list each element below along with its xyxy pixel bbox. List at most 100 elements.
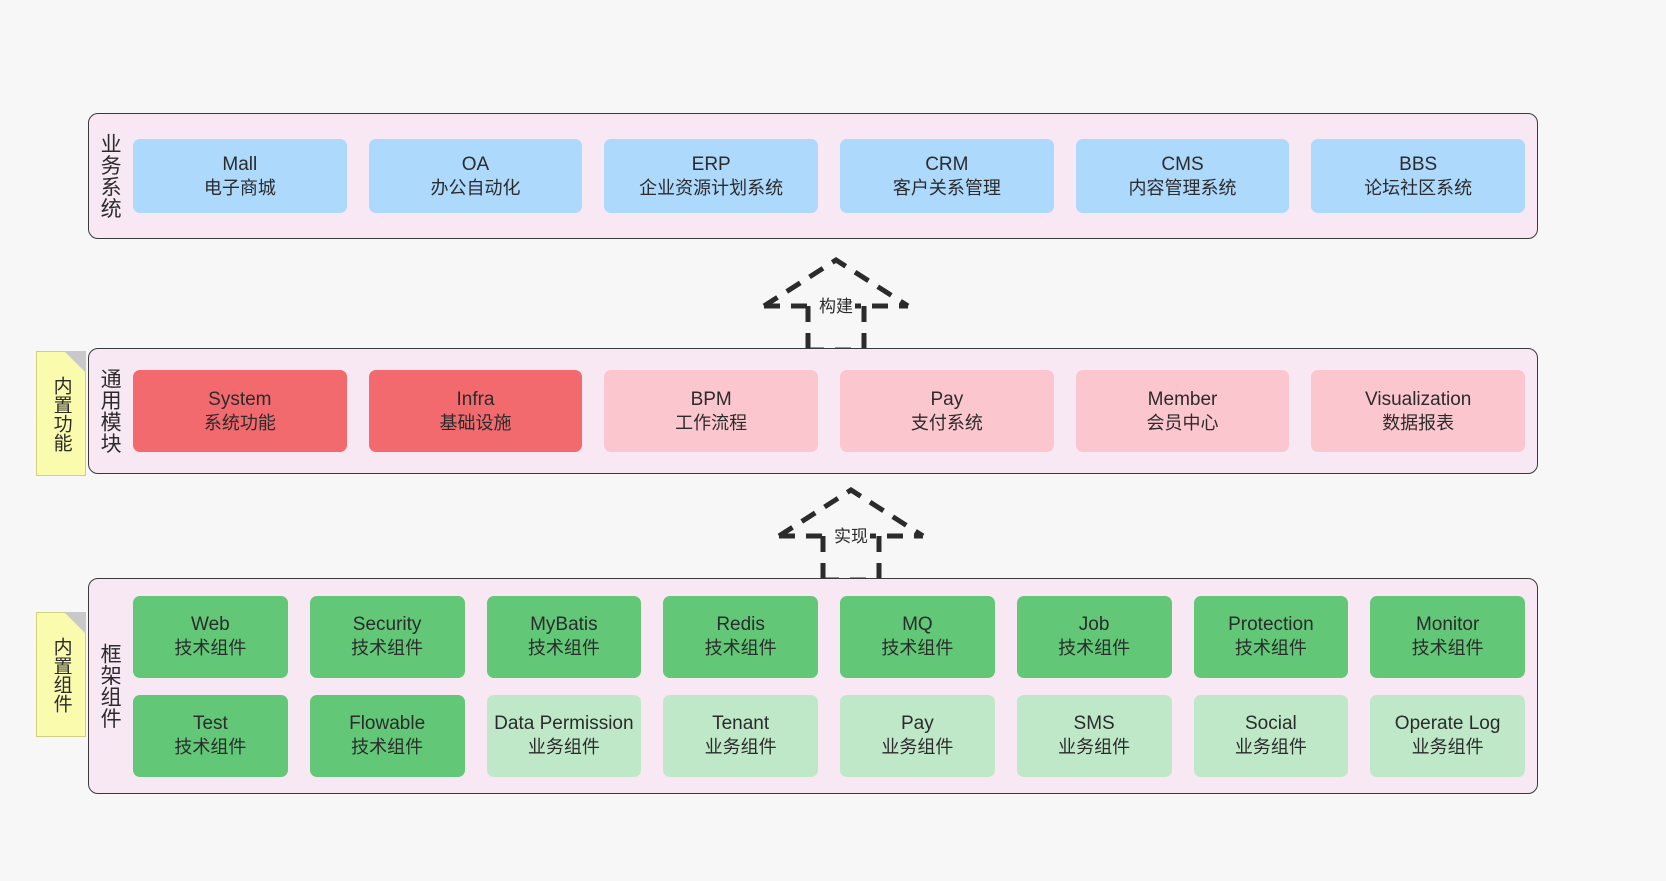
node-title-cn: 业务组件 xyxy=(527,737,600,758)
node-title-cn: 技术组件 xyxy=(1234,638,1307,659)
node-title-en: Flowable xyxy=(349,713,426,735)
node-title-en: Monitor xyxy=(1415,614,1480,636)
node-mq[interactable]: MQ 技术组件 xyxy=(840,595,995,678)
node-title-en: MQ xyxy=(902,614,933,636)
note-label: 内置功能 xyxy=(50,375,72,452)
node-job[interactable]: Job 技术组件 xyxy=(1016,595,1172,678)
node-title-cn: 业务组件 xyxy=(1234,737,1307,758)
node-title-en: Mall xyxy=(222,153,258,175)
node-title-cn: 技术组件 xyxy=(704,638,777,659)
node-title-en: Pay xyxy=(901,713,934,735)
node-title-en: Security xyxy=(352,614,422,636)
node-title-en: Data Permission xyxy=(494,713,634,735)
node-system[interactable]: System 系统功能 xyxy=(133,370,347,452)
node-title-en: Operate Log xyxy=(1394,713,1501,735)
node-title-cn: 技术组件 xyxy=(1411,638,1484,659)
node-title-en: CRM xyxy=(925,153,969,175)
node-oa[interactable]: OA 办公自动化 xyxy=(368,139,583,213)
layer-body-common-modules: System 系统功能 Infra 基础设施 BPM 工作流程 Pay 支付系统… xyxy=(129,349,1537,473)
node-title-cn: 技术组件 xyxy=(527,638,600,659)
node-title-cn: 业务组件 xyxy=(1411,737,1484,758)
node-title-cn: 内容管理系统 xyxy=(1128,177,1237,198)
node-title-cn: 技术组件 xyxy=(881,638,954,659)
note-label: 内置组件 xyxy=(50,636,72,713)
node-mybatis[interactable]: MyBatis 技术组件 xyxy=(486,595,642,678)
node-security[interactable]: Security 技术组件 xyxy=(309,595,465,678)
node-title-cn: 技术组件 xyxy=(351,737,424,758)
node-title-en: Protection xyxy=(1228,614,1314,636)
node-bbs[interactable]: BBS 论坛社区系统 xyxy=(1311,139,1526,213)
node-web[interactable]: Web 技术组件 xyxy=(133,595,288,678)
node-flowable[interactable]: Flowable 技术组件 xyxy=(309,694,465,777)
node-title-cn: 办公自动化 xyxy=(430,177,521,198)
node-title-cn: 系统功能 xyxy=(203,412,276,433)
layer-body-business-systems: Mall 电子商城 OA 办公自动化 ERP 企业资源计划系统 CRM 客户关系… xyxy=(129,114,1537,238)
layer-title-framework-components: 框架组件 xyxy=(98,643,122,729)
note-builtin-features: 内置功能 xyxy=(36,351,86,476)
node-row: Test 技术组件 Flowable 技术组件 Data Permission … xyxy=(133,694,1525,777)
node-title-en: BPM xyxy=(690,388,732,410)
node-title-cn: 工作流程 xyxy=(675,412,748,433)
node-title-en: CMS xyxy=(1161,153,1204,175)
node-title-en: Job xyxy=(1078,614,1110,636)
node-cms[interactable]: CMS 内容管理系统 xyxy=(1075,139,1290,213)
node-row: Web 技术组件 Security 技术组件 MyBatis 技术组件 Redi… xyxy=(133,595,1525,678)
node-visualization[interactable]: Visualization 数据报表 xyxy=(1311,370,1526,452)
node-title-cn: 基础设施 xyxy=(439,412,512,433)
node-title-cn: 业务组件 xyxy=(704,737,777,758)
node-title-cn: 企业资源计划系统 xyxy=(639,177,784,198)
node-erp[interactable]: ERP 企业资源计划系统 xyxy=(604,139,819,213)
layer-title-business-systems: 业务系统 xyxy=(98,133,122,219)
node-redis[interactable]: Redis 技术组件 xyxy=(663,595,818,678)
layer-title-common-modules: 通用模块 xyxy=(98,368,122,454)
node-title-en: Member xyxy=(1147,388,1218,410)
node-title-cn: 技术组件 xyxy=(1058,638,1131,659)
node-title-cn: 技术组件 xyxy=(174,737,247,758)
layer-common-modules: 通用模块 System 系统功能 Infra 基础设施 BPM 工作流程 Pay… xyxy=(88,348,1538,474)
node-pay-component[interactable]: Pay 业务组件 xyxy=(840,694,995,777)
node-operate-log[interactable]: Operate Log 业务组件 xyxy=(1370,694,1525,777)
node-test[interactable]: Test 技术组件 xyxy=(133,694,288,777)
node-member[interactable]: Member 会员中心 xyxy=(1075,370,1290,452)
node-title-en: Infra xyxy=(456,388,495,410)
node-title-en: Test xyxy=(192,713,228,735)
node-title-cn: 业务组件 xyxy=(1058,737,1131,758)
node-title-en: Visualization xyxy=(1365,388,1472,410)
node-title-cn: 支付系统 xyxy=(910,412,983,433)
node-title-en: OA xyxy=(461,153,490,175)
node-title-cn: 数据报表 xyxy=(1382,412,1455,433)
node-title-cn: 电子商城 xyxy=(203,177,276,198)
node-social[interactable]: Social 业务组件 xyxy=(1193,694,1349,777)
node-title-en: SMS xyxy=(1073,713,1115,735)
node-infra[interactable]: Infra 基础设施 xyxy=(368,370,583,452)
node-mall[interactable]: Mall 电子商城 xyxy=(133,139,347,213)
node-title-cn: 论坛社区系统 xyxy=(1364,177,1473,198)
node-title-en: MyBatis xyxy=(530,614,598,636)
connector-label-build: 构建 xyxy=(817,292,855,317)
node-sms[interactable]: SMS 业务组件 xyxy=(1016,694,1172,777)
node-title-en: ERP xyxy=(691,153,731,175)
node-title-en: BBS xyxy=(1399,153,1438,175)
node-protection[interactable]: Protection 技术组件 xyxy=(1193,595,1349,678)
layer-body-framework-components: Web 技术组件 Security 技术组件 MyBatis 技术组件 Redi… xyxy=(129,579,1537,793)
node-row: System 系统功能 Infra 基础设施 BPM 工作流程 Pay 支付系统… xyxy=(133,370,1526,452)
node-bpm[interactable]: BPM 工作流程 xyxy=(604,370,819,452)
layer-framework-components: 框架组件 Web 技术组件 Security 技术组件 MyBatis 技术组件… xyxy=(88,578,1538,794)
node-title-en: Tenant xyxy=(712,713,770,735)
node-title-cn: 业务组件 xyxy=(881,737,954,758)
node-title-cn: 技术组件 xyxy=(174,638,247,659)
connector-build: 构建 xyxy=(746,254,926,354)
node-crm[interactable]: CRM 客户关系管理 xyxy=(840,139,1054,213)
node-tenant[interactable]: Tenant 业务组件 xyxy=(663,694,818,777)
node-title-cn: 技术组件 xyxy=(351,638,424,659)
connector-label-implement: 实现 xyxy=(832,522,870,547)
node-monitor[interactable]: Monitor 技术组件 xyxy=(1370,595,1525,678)
node-title-en: System xyxy=(208,388,272,410)
node-title-cn: 会员中心 xyxy=(1146,412,1219,433)
node-row: Mall 电子商城 OA 办公自动化 ERP 企业资源计划系统 CRM 客户关系… xyxy=(133,139,1526,213)
node-pay-module[interactable]: Pay 支付系统 xyxy=(840,370,1054,452)
node-title-en: Web xyxy=(191,614,230,636)
node-data-permission[interactable]: Data Permission 业务组件 xyxy=(486,694,642,777)
layer-business-systems: 业务系统 Mall 电子商城 OA 办公自动化 ERP 企业资源计划系统 CRM… xyxy=(88,113,1538,239)
